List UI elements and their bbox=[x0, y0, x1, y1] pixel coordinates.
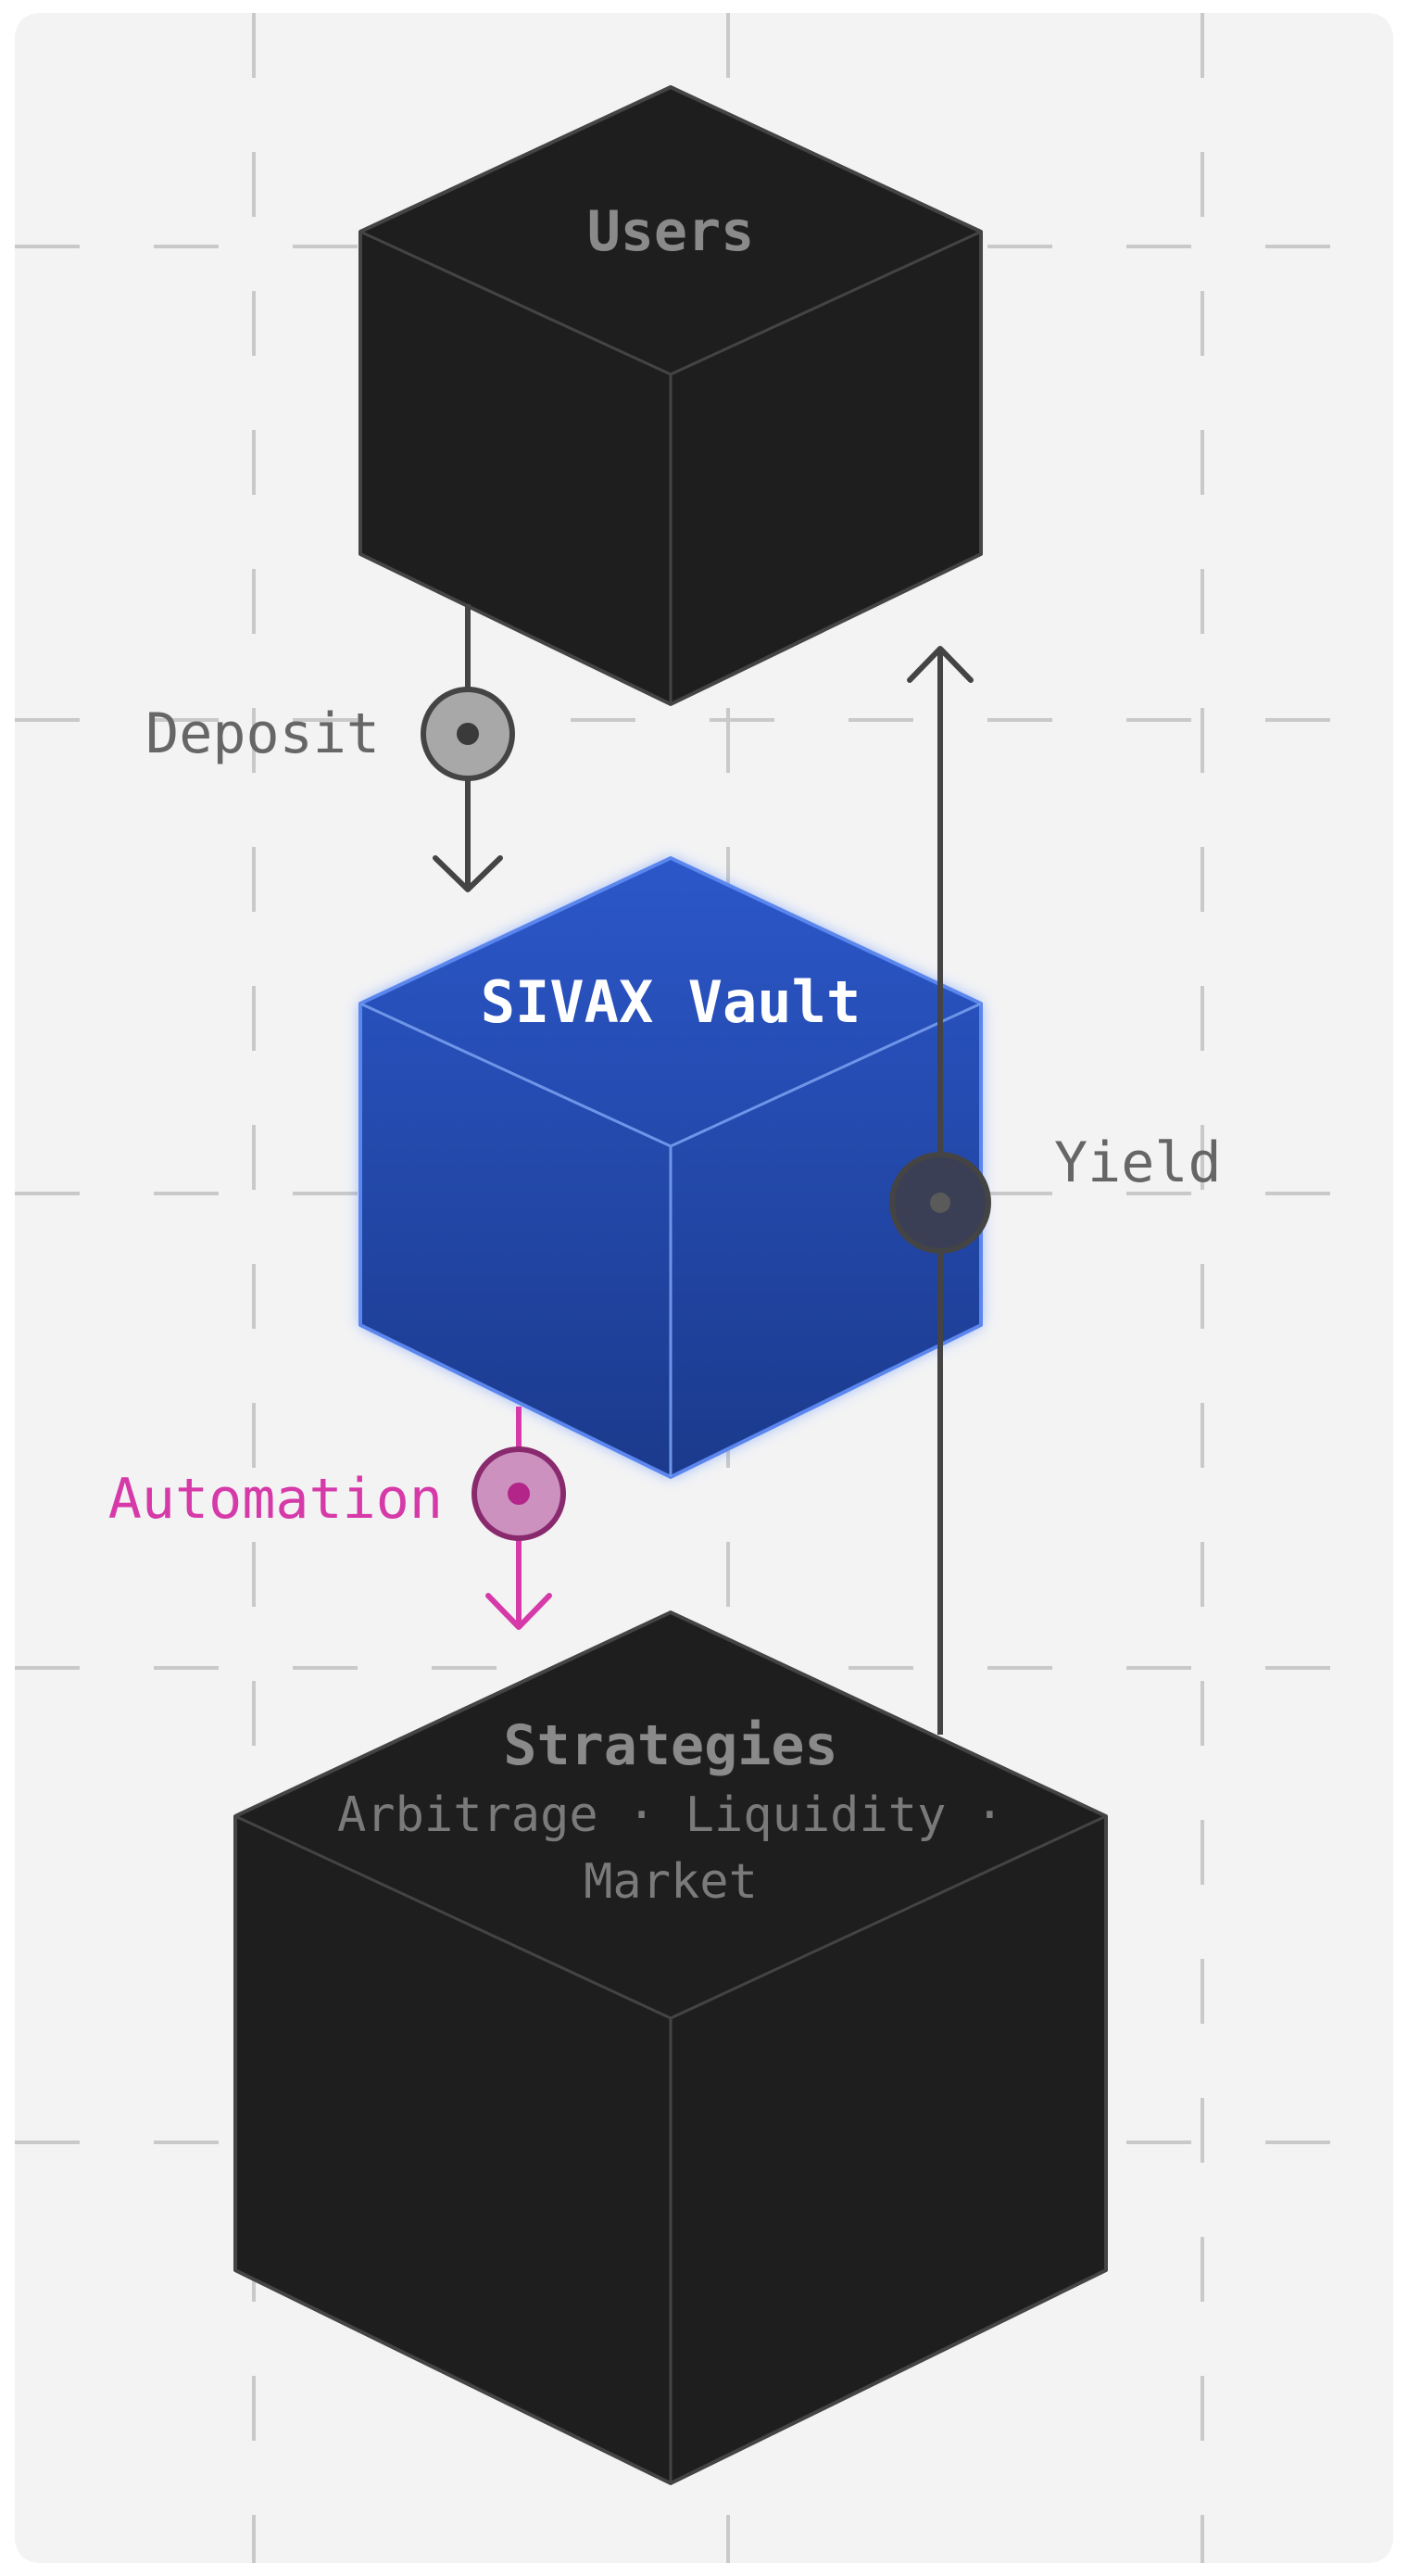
strategies-subtitle-line2: Market bbox=[584, 1854, 758, 1910]
yield-arrowhead bbox=[907, 646, 974, 683]
strategies-subtitle-line1: Arbitrage · Liquidity · bbox=[337, 1787, 1004, 1843]
strategies-block: Strategies Arbitrage · Liquidity · Marke… bbox=[233, 1610, 1108, 2485]
vault-block: SIVAX Vault bbox=[358, 856, 983, 1479]
deposit-label: Deposit bbox=[145, 701, 380, 766]
vault-title: SIVAX Vault bbox=[481, 968, 861, 1036]
strategies-title: Strategies bbox=[503, 1713, 837, 1778]
automation-connector: Automation bbox=[108, 1407, 566, 1630]
yield-connector: Yield bbox=[889, 646, 1222, 1735]
yield-label: Yield bbox=[1054, 1130, 1222, 1195]
deposit-arrowhead bbox=[433, 855, 503, 892]
automation-label: Automation bbox=[108, 1467, 443, 1532]
users-block: Users bbox=[358, 85, 983, 706]
automation-arrowhead bbox=[485, 1593, 552, 1630]
deposit-connector: Deposit bbox=[145, 604, 515, 892]
users-title: Users bbox=[587, 199, 755, 264]
